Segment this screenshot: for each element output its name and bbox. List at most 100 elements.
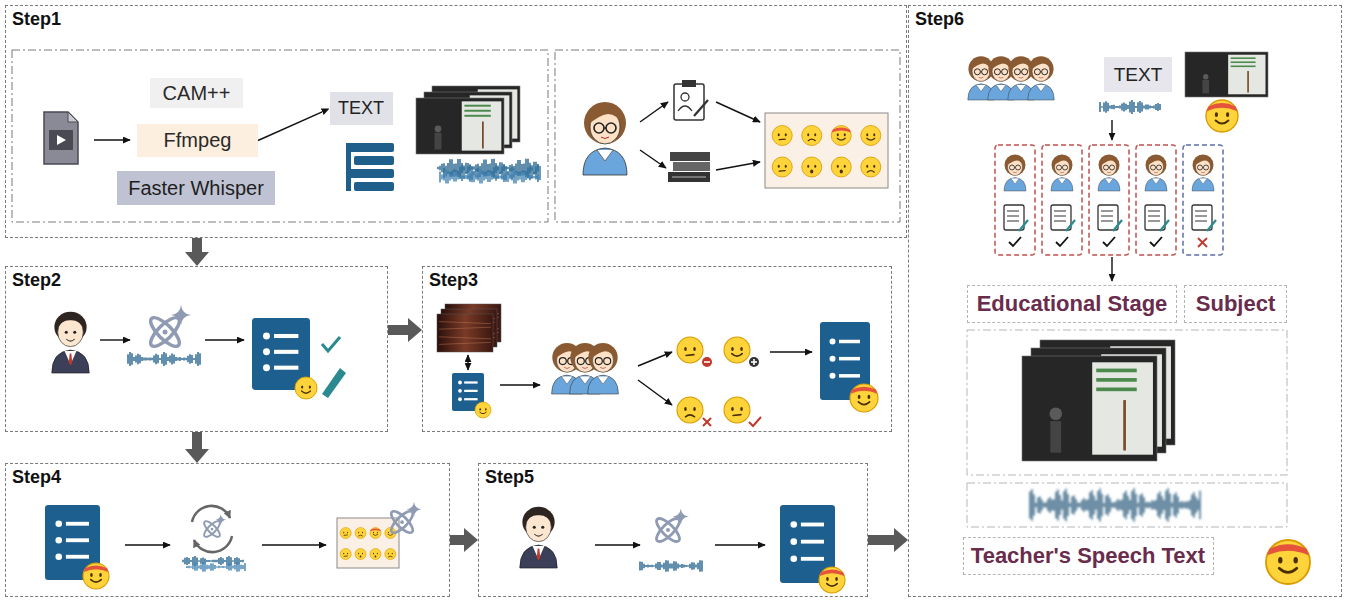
eye xyxy=(837,133,839,136)
eye xyxy=(785,165,787,168)
teacher-avatar xyxy=(1145,155,1167,192)
suit xyxy=(520,545,557,568)
orbit xyxy=(653,515,682,544)
output-field: Educational Stage xyxy=(967,285,1177,323)
card-frame xyxy=(1042,145,1082,255)
glasses xyxy=(974,69,980,75)
book xyxy=(354,182,394,191)
pen xyxy=(1207,220,1216,231)
emoji-face xyxy=(724,397,750,423)
step-panel: Step3 xyxy=(422,266,892,432)
eye xyxy=(479,408,481,410)
arrow xyxy=(500,384,540,385)
emoji-face xyxy=(772,126,792,146)
fringe xyxy=(1031,59,1051,70)
emoji-face xyxy=(831,157,851,177)
slide-line xyxy=(1231,61,1256,63)
glasses xyxy=(584,361,585,362)
teacher-avatar xyxy=(1051,155,1073,192)
glasses xyxy=(980,71,981,72)
face xyxy=(819,567,845,593)
step-panel: Step6TEXTEducational StageSubjectTeacher… xyxy=(908,5,1342,597)
eye xyxy=(693,347,696,351)
bullet-line xyxy=(839,357,860,361)
emoji-face xyxy=(831,126,851,146)
eye xyxy=(866,165,868,168)
bullet-line xyxy=(274,334,298,338)
mouth xyxy=(302,391,311,393)
mouth xyxy=(91,580,101,582)
audio-waveform xyxy=(1030,488,1200,522)
orbit xyxy=(388,508,416,536)
eye xyxy=(377,532,378,534)
bullet xyxy=(830,356,836,362)
face xyxy=(1266,540,1310,584)
mouth xyxy=(808,139,815,141)
glasses xyxy=(1063,165,1068,170)
slide-line xyxy=(464,115,490,117)
eye xyxy=(778,165,780,168)
body xyxy=(1051,178,1073,192)
eye xyxy=(358,553,359,555)
box-label: TEXT xyxy=(1114,64,1163,86)
mouth xyxy=(867,138,875,140)
text-box: TEXT xyxy=(330,92,393,125)
slide-line xyxy=(1096,369,1137,373)
orbit xyxy=(202,519,222,539)
dash-dot-frame xyxy=(555,50,900,222)
shirt xyxy=(65,351,77,365)
box-label: Teacher's Speech Text xyxy=(971,543,1205,569)
eye xyxy=(731,347,734,351)
fringe xyxy=(525,509,552,524)
emotion-panel xyxy=(337,518,399,568)
book xyxy=(354,156,394,165)
box-label: Educational Stage xyxy=(977,291,1168,317)
mouth xyxy=(858,402,869,405)
glasses xyxy=(1198,165,1203,170)
eye xyxy=(873,133,875,136)
eye xyxy=(807,133,809,136)
form-line xyxy=(1148,216,1160,217)
step-heading: Step6 xyxy=(915,9,964,30)
slide-line xyxy=(464,110,490,112)
book xyxy=(668,172,710,182)
cross-mark xyxy=(703,418,711,426)
check-mark xyxy=(1103,237,1115,246)
mouth xyxy=(359,535,363,537)
arrow xyxy=(94,139,130,140)
emoji-face xyxy=(802,157,822,177)
eye xyxy=(358,532,359,534)
emoji-face xyxy=(340,549,351,560)
arrow xyxy=(716,162,760,170)
mouth xyxy=(840,170,843,174)
mouth xyxy=(360,555,362,557)
card-frame xyxy=(1089,145,1129,255)
collar xyxy=(1011,179,1019,185)
slide-line xyxy=(1231,57,1256,59)
orbit xyxy=(147,314,184,351)
teacher-card xyxy=(1089,145,1129,255)
eye xyxy=(347,532,348,534)
mouth xyxy=(1013,172,1017,174)
slide xyxy=(462,101,502,150)
emotion-panel xyxy=(765,113,888,188)
form-line xyxy=(1054,211,1066,212)
glasses xyxy=(1034,69,1040,75)
bullet-line xyxy=(801,540,824,544)
emoji-face xyxy=(819,567,845,593)
audio-waveform xyxy=(640,560,702,571)
teacher-card xyxy=(1042,145,1082,255)
glasses xyxy=(1204,165,1209,170)
bullet xyxy=(263,364,270,371)
output-field: Teacher's Speech Text xyxy=(963,537,1214,575)
questionnaire-icon xyxy=(674,80,708,120)
emoji-face xyxy=(677,397,703,423)
box-label: Faster Whisper xyxy=(128,177,264,200)
face xyxy=(355,549,366,560)
glasses xyxy=(1151,165,1156,170)
eye xyxy=(778,133,780,136)
collar xyxy=(1036,85,1046,92)
dash-dot-frame xyxy=(967,330,1287,475)
ai-model-logo xyxy=(202,514,226,539)
eye xyxy=(73,331,76,334)
